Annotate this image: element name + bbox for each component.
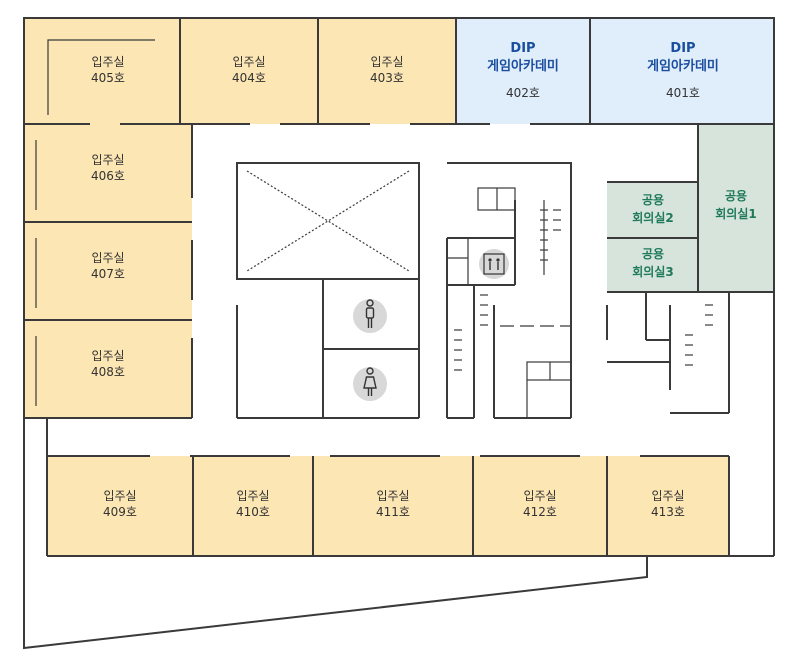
meeting-room-1[interactable]: 공용 회의실1 <box>715 188 756 221</box>
room-fills <box>24 18 774 556</box>
room-404-number: 404호 <box>232 71 266 85</box>
central-core <box>236 162 420 419</box>
stair-core-middle <box>446 162 572 419</box>
room-410[interactable]: 입주실 410호 <box>236 489 270 519</box>
room-412[interactable]: 입주실 412호 <box>523 489 557 519</box>
room-406-number: 406호 <box>91 169 125 183</box>
room-404-label: 입주실 <box>232 55 265 69</box>
outer-walls <box>23 17 775 650</box>
room-407-number: 407호 <box>91 267 125 281</box>
room-408-number: 408호 <box>91 365 125 379</box>
room-412-number: 412호 <box>523 505 557 519</box>
room-412-label: 입주실 <box>523 489 556 503</box>
room-409-label: 입주실 <box>103 489 136 503</box>
bottom-room-walls <box>46 455 774 557</box>
meeting-room-2-name: 회의실2 <box>632 210 673 225</box>
meeting-room-1-name: 회의실1 <box>715 206 756 221</box>
meeting-room-3[interactable]: 공용 회의실3 <box>632 246 673 279</box>
room-406-label: 입주실 <box>91 153 124 167</box>
room-406[interactable]: 입주실 406호 <box>91 153 125 183</box>
room-401-number: 401호 <box>666 86 700 100</box>
room-403-number: 403호 <box>370 71 404 85</box>
room-401-brand: DIP <box>670 41 695 56</box>
room-405-label: 입주실 <box>91 55 124 69</box>
room-402-title: 게임아카데미 <box>487 58 559 74</box>
meeting-room-2-label: 공용 <box>642 192 664 207</box>
room-411[interactable]: 입주실 411호 <box>376 489 410 519</box>
room-407-label: 입주실 <box>91 251 124 265</box>
room-413[interactable]: 입주실 413호 <box>651 489 685 519</box>
room-409-number: 409호 <box>103 505 137 519</box>
room-403[interactable]: 입주실 403호 <box>370 55 404 85</box>
room-410-label: 입주실 <box>236 489 269 503</box>
room-401-title: 게임아카데미 <box>647 58 719 74</box>
room-411-number: 411호 <box>376 505 410 519</box>
room-402[interactable]: DIP 게임아카데미 402호 <box>487 41 559 100</box>
stair-core-right <box>606 124 774 414</box>
room-409[interactable]: 입주실 409호 <box>103 489 137 519</box>
meeting-room-2[interactable]: 공용 회의실2 <box>632 192 673 225</box>
room-402-number: 402호 <box>506 86 540 100</box>
meeting-room-3-label: 공용 <box>642 246 664 261</box>
female-restroom-icon <box>353 367 387 401</box>
left-room-walls <box>24 124 193 456</box>
room-405[interactable]: 입주실 405호 <box>91 55 125 85</box>
room-404[interactable]: 입주실 404호 <box>232 55 266 85</box>
room-413-label: 입주실 <box>651 489 684 503</box>
room-411-label: 입주실 <box>376 489 409 503</box>
room-413-number: 413호 <box>651 505 685 519</box>
male-restroom-icon <box>353 299 387 333</box>
meeting-room-3-name: 회의실3 <box>632 264 673 279</box>
room-402-brand: DIP <box>510 41 535 56</box>
top-room-walls <box>24 18 774 406</box>
room-405-number: 405호 <box>91 71 125 85</box>
elevator-icon <box>479 249 509 279</box>
room-408[interactable]: 입주실 408호 <box>91 349 125 379</box>
room-410-number: 410호 <box>236 505 270 519</box>
meeting-room-1-label: 공용 <box>725 188 747 203</box>
room-408-label: 입주실 <box>91 349 124 363</box>
room-407[interactable]: 입주실 407호 <box>91 251 125 281</box>
room-403-label: 입주실 <box>370 55 403 69</box>
room-401[interactable]: DIP 게임아카데미 401호 <box>647 41 719 100</box>
